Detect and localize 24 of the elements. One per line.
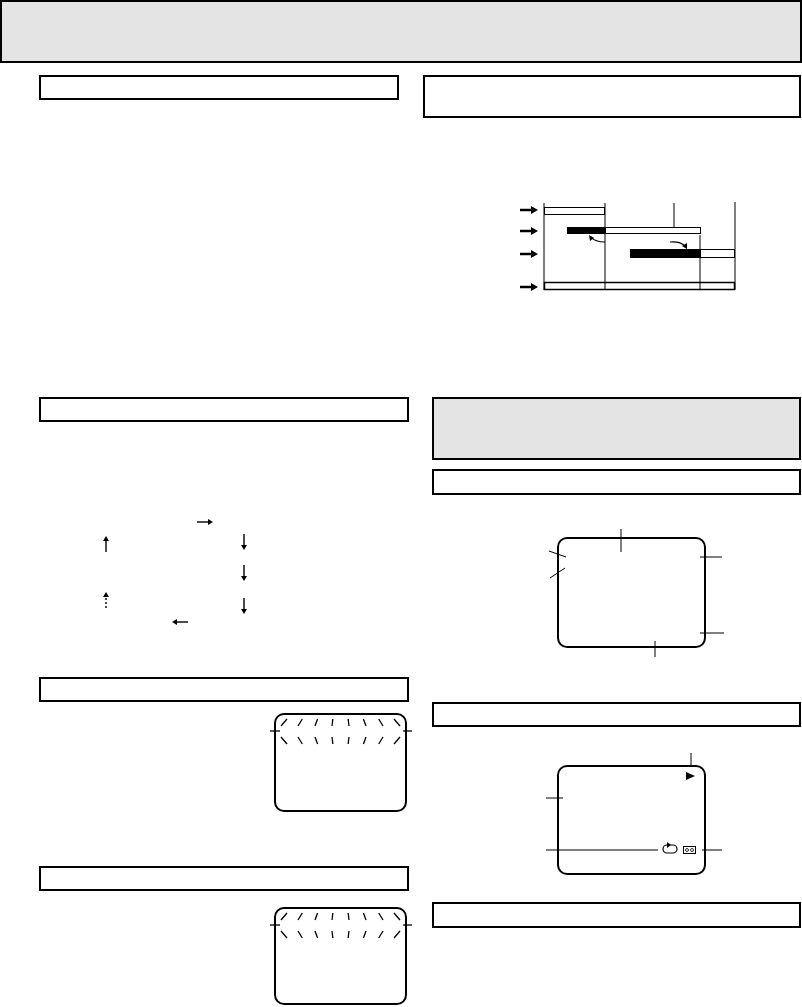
- leader-line: [701, 849, 723, 851]
- heading-box: [432, 469, 801, 495]
- screen-frame: [274, 907, 407, 1005]
- leader-line: [699, 556, 723, 558]
- leader-line: [545, 797, 564, 799]
- leader-line: [549, 567, 566, 579]
- leader-line: [548, 550, 567, 558]
- heading-box: [39, 75, 399, 100]
- heading-band: [432, 397, 801, 460]
- heading-box: [39, 397, 409, 422]
- screen-frame: [274, 713, 407, 812]
- heading-box: [39, 866, 409, 891]
- leader-line: [620, 528, 622, 553]
- leader-line: [545, 849, 659, 851]
- leader-line: [654, 640, 656, 658]
- heading-box: [432, 902, 801, 928]
- leader-line: [699, 632, 725, 634]
- screen-frame: [557, 765, 706, 875]
- heading-box: [432, 702, 801, 727]
- heading-band: [0, 0, 802, 63]
- heading-box: [423, 75, 801, 118]
- screen-frame: [557, 537, 706, 648]
- heading-box: [39, 677, 409, 702]
- leader-line: [690, 752, 692, 767]
